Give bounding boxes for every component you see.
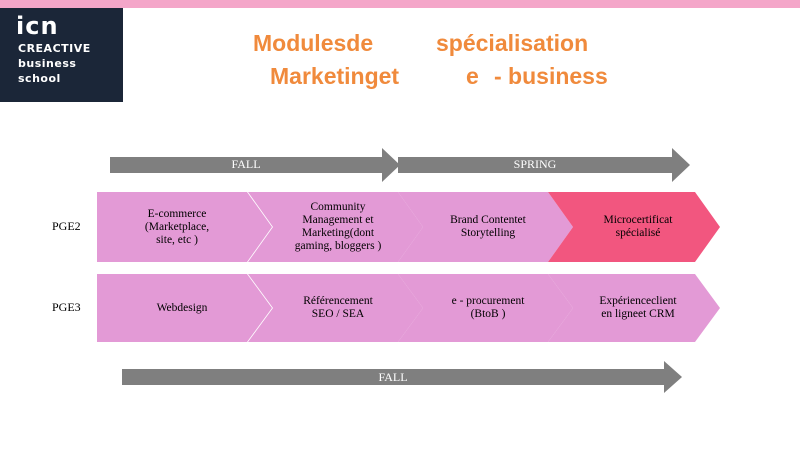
row-label-pge2: PGE2 <box>52 219 81 233</box>
chevron-pge2-microcertificat <box>548 192 720 262</box>
fall-arrow-top <box>110 148 400 182</box>
title-line2-part1: Marketinget <box>270 63 400 89</box>
top-accent-bar <box>0 0 800 8</box>
chevron-pge2-ecommerce <box>97 192 272 262</box>
step-experience-client: Expérienceclient en ligneet CRM <box>599 295 677 320</box>
logo-school-text: school <box>18 72 61 85</box>
step-ecommerce: E-commerce (Marketplace, site, etc ) <box>144 207 210 246</box>
step-webdesign: Webdesign <box>156 301 208 314</box>
step-eprocurement: e - procurement (BtoB ) <box>451 295 525 320</box>
logo-creactive-text: CREACTIVE <box>18 42 91 55</box>
step-microcertificat: Microcertificat spécialisé <box>603 214 673 239</box>
title-line1-part2: spécialisation <box>436 30 589 56</box>
chevron-pge3-experience <box>548 274 720 342</box>
step-brand-content: Brand Contentet Storytelling <box>450 214 526 239</box>
row-label-pge3: PGE3 <box>52 300 81 314</box>
fall-arrow-bottom-label: FALL <box>378 370 408 384</box>
chevron-pge2-community <box>248 192 423 262</box>
logo-icn-text: icn <box>16 12 59 40</box>
chevron-pge3-referencement <box>248 274 423 342</box>
chevron-pge3-webdesign <box>97 274 272 342</box>
icn-logo: icn CREACTIVE business school <box>0 8 123 102</box>
chevron-pge2-brand <box>398 192 573 262</box>
step-referencement: Référencement SEO / SEA <box>303 295 373 320</box>
logo-business-text: business <box>18 57 77 70</box>
fall-arrow-top-label: FALL <box>231 157 261 171</box>
title-line2-part3: - business <box>494 63 608 89</box>
step-community-management: Community Management et Marketing(dont g… <box>294 201 382 252</box>
chevron-pge3-eprocurement <box>398 274 573 342</box>
title-line1-part1: Modulesde <box>253 30 374 56</box>
spring-arrow-label: SPRING <box>513 157 557 171</box>
title-line2-part2: e <box>466 63 479 89</box>
fall-arrow-bottom <box>122 361 682 393</box>
spring-arrow <box>398 148 690 182</box>
